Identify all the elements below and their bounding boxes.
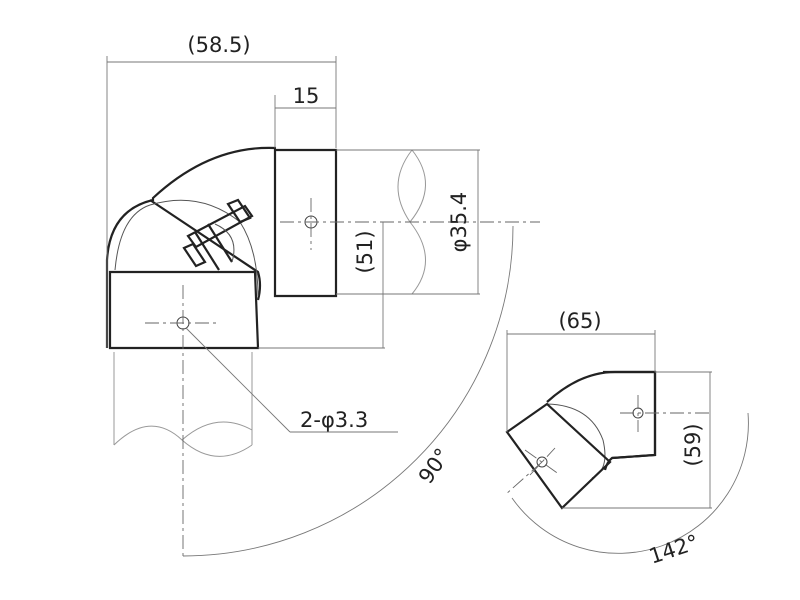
variant-hole-lower (504, 447, 561, 496)
variant-upper-socket (603, 370, 657, 460)
phantom-tube-vertical (113, 352, 253, 457)
variant-lower-socket (505, 402, 612, 510)
leader-hole-callout (185, 327, 398, 433)
elbow-142-view: (65) (59) 142° (504, 309, 749, 569)
dimension-socket-depth (274, 95, 336, 148)
label-overall-width: (58.5) (187, 33, 250, 57)
hole-lower (145, 285, 220, 360)
label-socket-depth: 15 (293, 84, 320, 108)
angle-arc-90 (182, 225, 514, 557)
variant-hole-upper (620, 395, 710, 432)
dimension-center-height (258, 222, 385, 349)
label-variant-width: (65) (558, 309, 601, 333)
label-angle-142: 142° (646, 530, 702, 568)
label-tube-diameter: φ35.4 (447, 192, 471, 253)
label-angle-90: 90° (414, 444, 455, 488)
variant-angle-arc (511, 412, 749, 554)
variant-dimension-width (506, 330, 656, 432)
dimension-tube-diameter (336, 149, 480, 295)
variant-dimension-height (562, 371, 712, 509)
variant-joint-curve (546, 403, 606, 479)
dimension-overall-width (106, 56, 337, 348)
elbow-90-view: (58.5) 15 φ35.4 (51) 2-φ3.3 90° (105, 33, 540, 560)
label-hole-callout: 2-φ3.3 (300, 408, 368, 432)
label-variant-height: (59) (681, 423, 705, 466)
hole-right (280, 198, 540, 250)
elbow-body (105, 146, 338, 350)
label-center-height: (51) (353, 230, 377, 273)
